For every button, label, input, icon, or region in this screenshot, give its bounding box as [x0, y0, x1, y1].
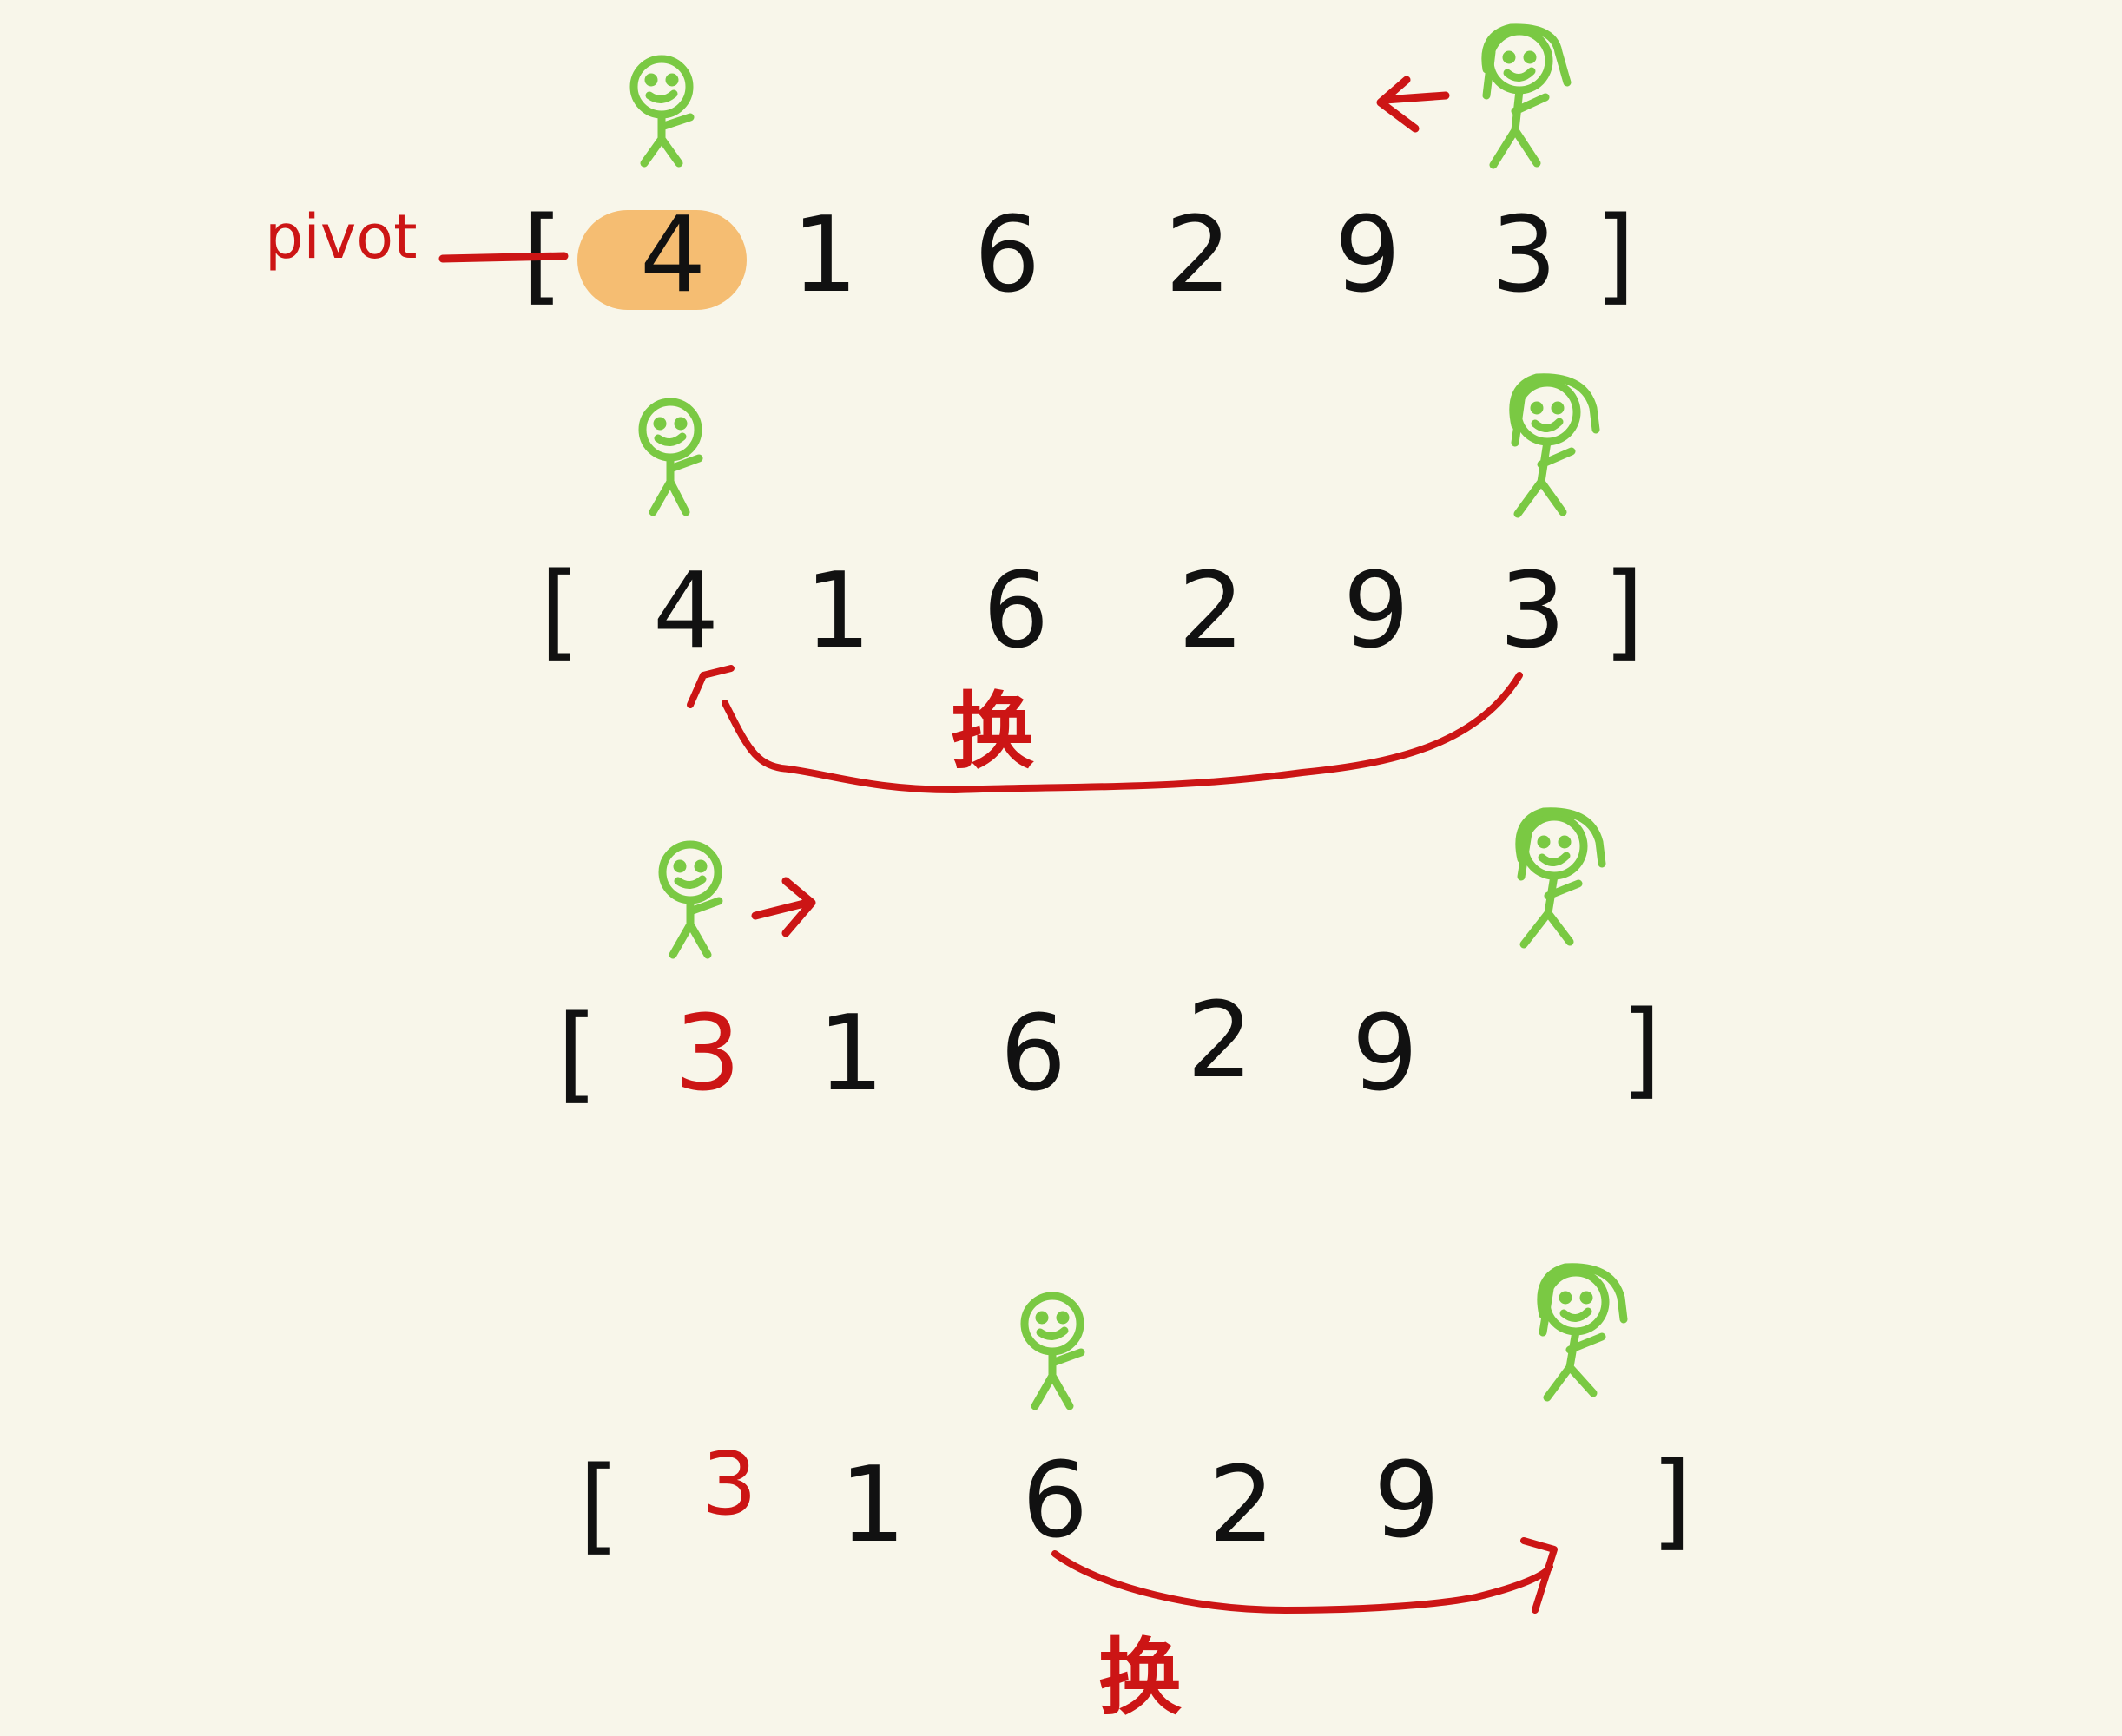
swap-curve	[1051, 1550, 1553, 1614]
array-cell: 4	[639, 195, 707, 316]
left-pointer-figure-icon	[1020, 1292, 1085, 1410]
close-bracket: ]	[1594, 195, 1636, 316]
array-cell: 6	[1021, 1441, 1089, 1562]
swap-label: 换	[1098, 1629, 1182, 1726]
swap-arrowhead-icon	[1520, 1537, 1558, 1614]
array-cell: 1	[839, 1445, 906, 1566]
array-cell: 2	[1186, 981, 1254, 1101]
array-cell: 9	[1351, 994, 1419, 1115]
array-cell: 2	[1164, 195, 1232, 316]
pivot-pointer-line	[438, 252, 569, 263]
open-bracket: [	[557, 994, 598, 1115]
array-cell: 3	[1499, 551, 1566, 672]
array-cell: 9	[1373, 1441, 1440, 1562]
array-cell: 1	[791, 195, 859, 316]
array-cell: 6	[973, 195, 1041, 316]
array-cell: 4	[652, 551, 720, 672]
array-cell: 3	[1490, 195, 1558, 316]
array-cell: 9	[1334, 195, 1401, 316]
pivot-label: pivot	[265, 201, 418, 273]
array-cell: 3	[702, 1433, 757, 1535]
swap-curve	[722, 672, 1523, 793]
array-cell: 2	[1177, 551, 1245, 672]
arrow-right-icon	[751, 877, 816, 937]
array-cell: 9	[1342, 551, 1410, 672]
right-pointer-figure-icon	[1515, 807, 1606, 949]
pivot-highlight	[577, 210, 747, 310]
open-bracket: [	[539, 551, 581, 672]
left-pointer-figure-icon	[658, 840, 723, 959]
swap-arrowhead-icon	[687, 665, 735, 708]
array-cell: 1	[817, 994, 885, 1115]
close-bracket: ]	[1651, 1441, 1692, 1562]
close-bracket: ]	[1620, 990, 1662, 1110]
left-pointer-figure-icon	[629, 55, 695, 168]
close-bracket: ]	[1603, 551, 1644, 672]
arrow-left-icon	[1376, 76, 1450, 133]
array-cell: 1	[804, 551, 872, 672]
right-pointer-figure-icon	[1509, 373, 1600, 518]
right-pointer-figure-icon	[1537, 1263, 1628, 1402]
left-pointer-figure-icon	[638, 398, 703, 516]
swap-label: 换	[951, 683, 1034, 780]
open-bracket: [	[578, 1445, 620, 1566]
array-cell: 6	[999, 994, 1067, 1115]
array-cell: 3	[674, 994, 741, 1115]
right-pointer-figure-icon	[1481, 23, 1572, 169]
array-cell: 6	[982, 551, 1050, 672]
array-cell: 2	[1208, 1445, 1275, 1566]
